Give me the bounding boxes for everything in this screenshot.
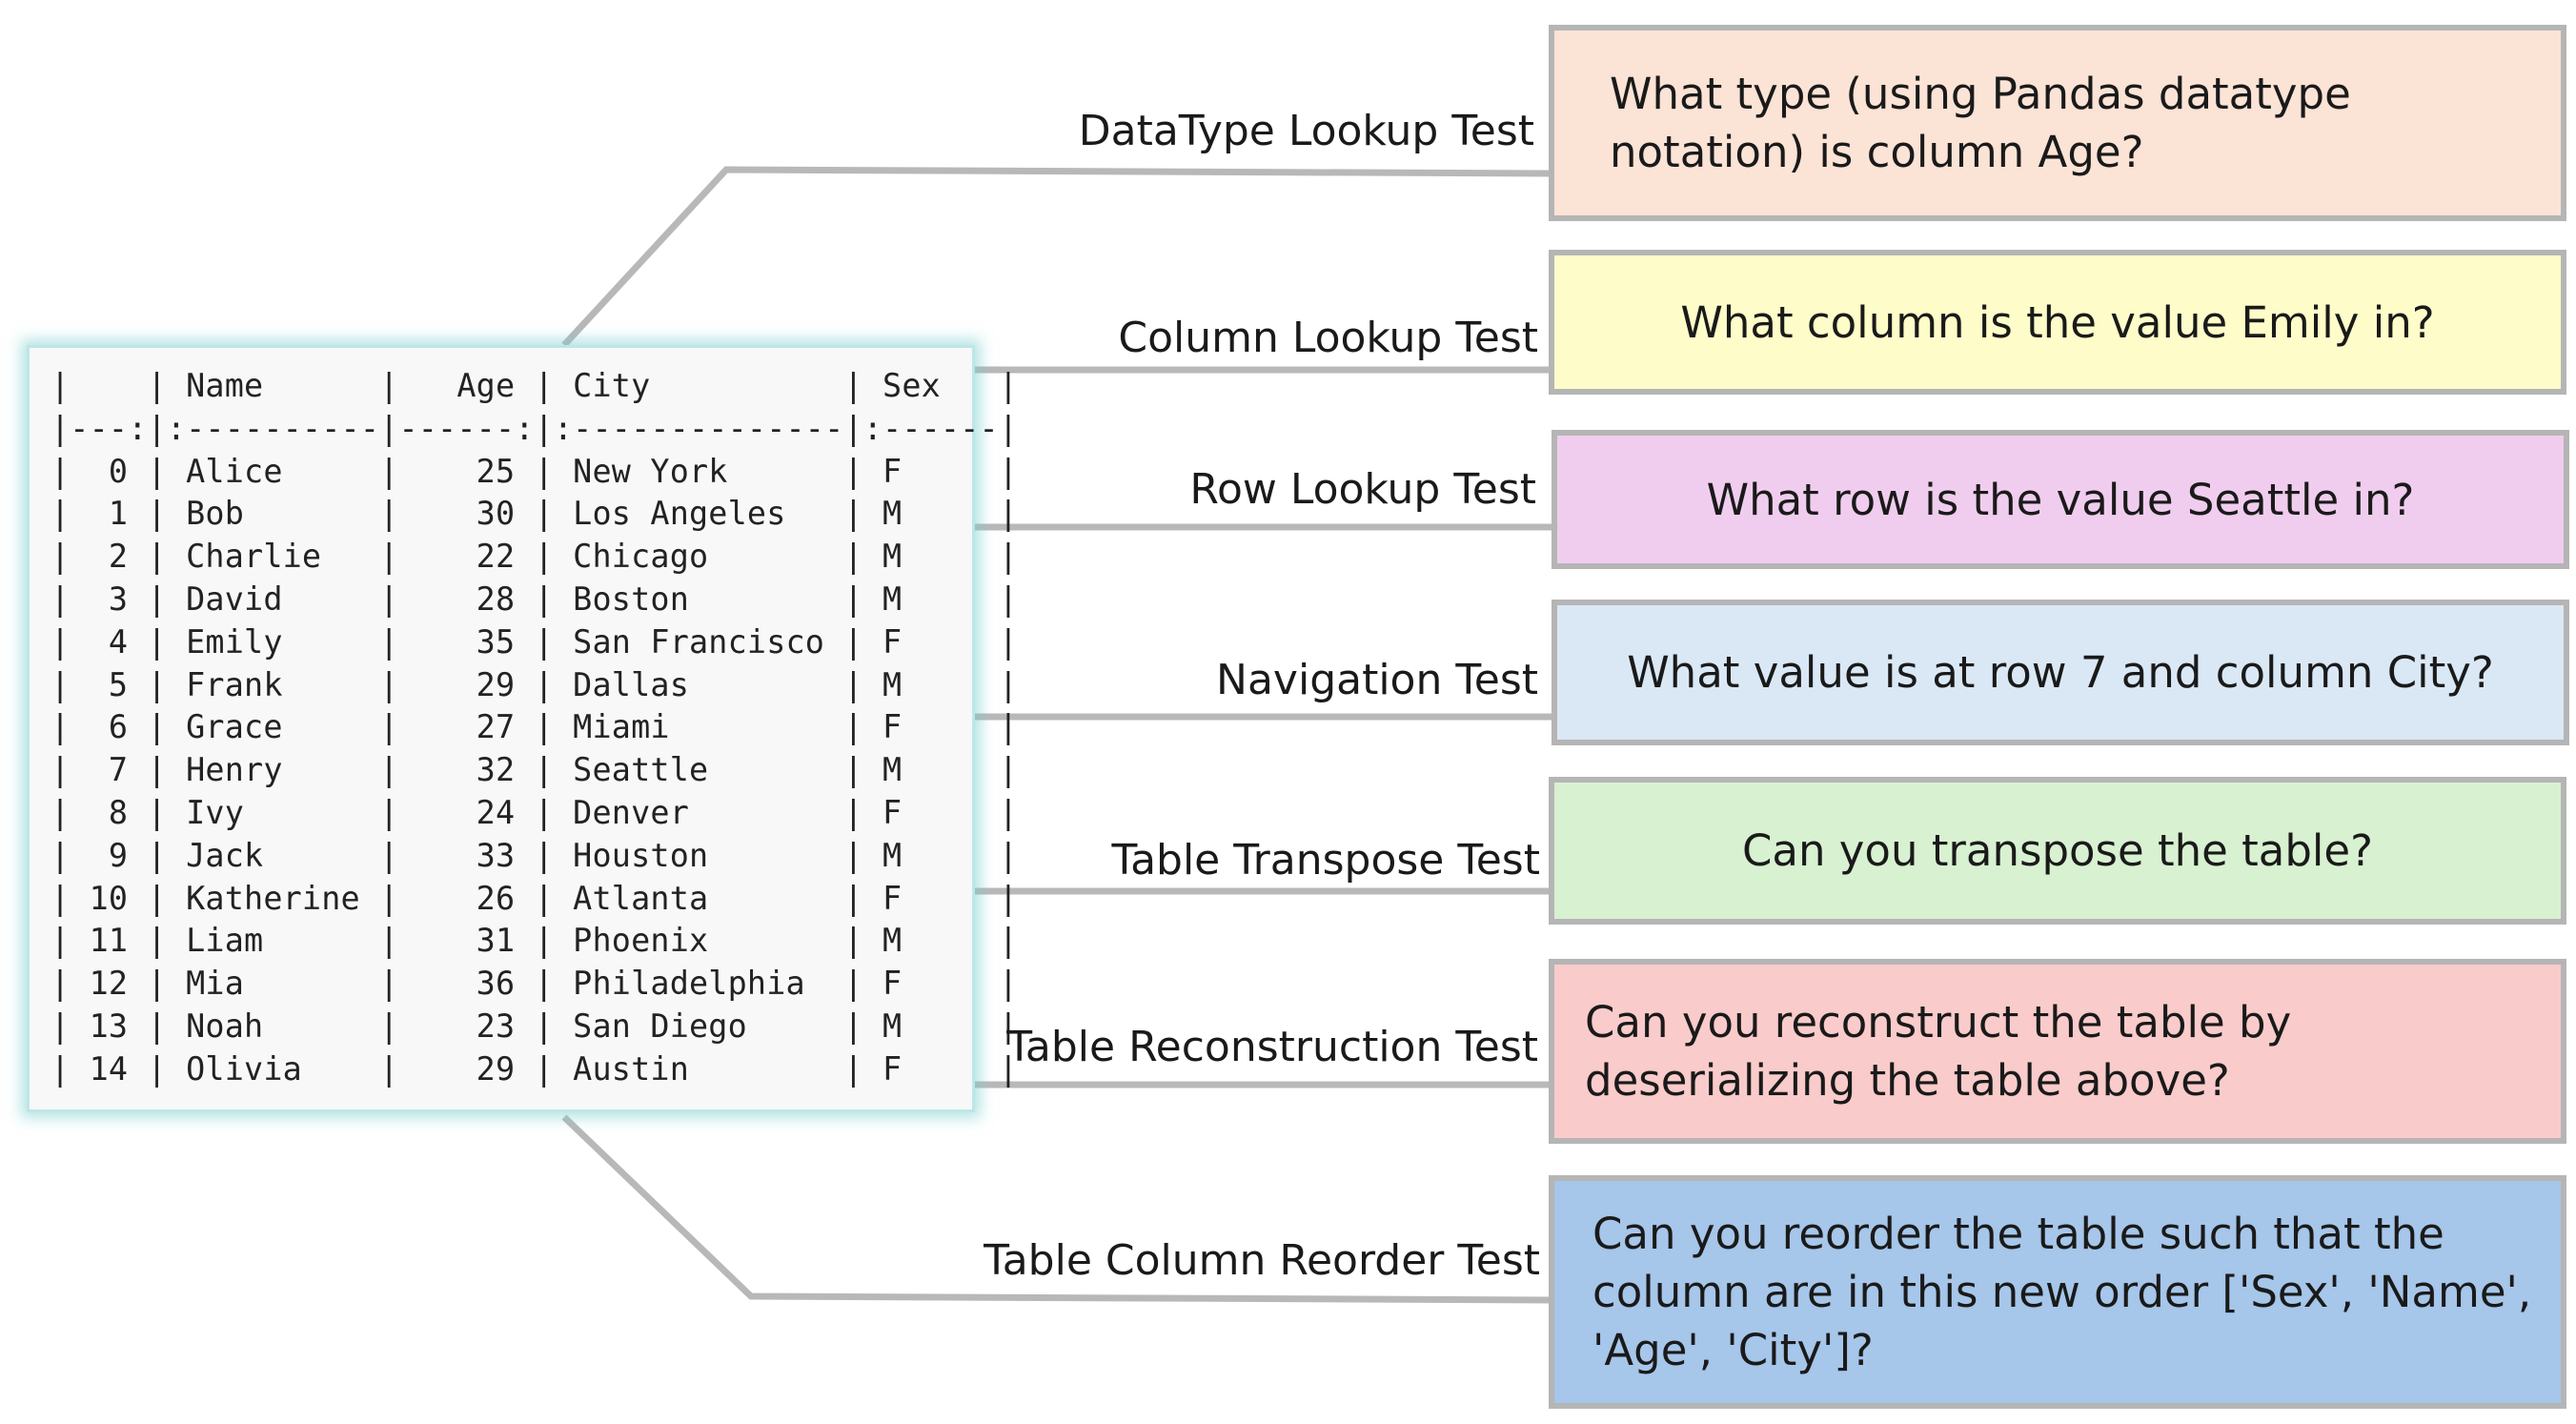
question-text-datatype: What type (using Pandas datatype notatio…	[1610, 69, 2351, 177]
question-box-navigation: What value is at row 7 and column City?	[1552, 600, 2569, 745]
markdown-table-panel: | | Name | Age | City | Sex | |---:|:---…	[27, 345, 1018, 1112]
question-box-datatype: What type (using Pandas datatype notatio…	[1549, 25, 2566, 221]
question-box-row: What row is the value Seattle in?	[1552, 430, 2569, 569]
markdown-table: | | Name | Age | City | Sex | |---:|:---…	[51, 367, 1019, 1088]
label-table-reconstruction-test: Table Reconstruction Test	[1006, 1023, 1538, 1071]
question-box-transpose: Can you transpose the table?	[1549, 777, 2566, 925]
question-text-reconstruction: Can you reconstruct the table by deseria…	[1585, 997, 2292, 1106]
question-box-reorder: Can you reorder the table such that the …	[1549, 1175, 2566, 1409]
question-text-column: What column is the value Emily in?	[1680, 296, 2435, 348]
question-box-reconstruction: Can you reconstruct the table by deseria…	[1549, 959, 2566, 1144]
label-table-transpose-test: Table Transpose Test	[1111, 836, 1540, 885]
question-box-column: What column is the value Emily in?	[1549, 250, 2566, 395]
question-text-row: What row is the value Seattle in?	[1706, 474, 2415, 525]
label-row-lookup-test: Row Lookup Test	[1189, 465, 1536, 514]
connector-reorder	[561, 1114, 1552, 1304]
label-column-lookup-test: Column Lookup Test	[1118, 314, 1538, 362]
question-text-reorder: Can you reorder the table such that the …	[1592, 1209, 2532, 1375]
label-navigation-test: Navigation Test	[1216, 656, 1538, 704]
label-datatype-lookup-test: DataType Lookup Test	[1078, 107, 1534, 155]
connector-datatype	[561, 166, 1552, 348]
question-text-navigation: What value is at row 7 and column City?	[1627, 647, 2494, 698]
question-text-transpose: Can you transpose the table?	[1741, 825, 2374, 876]
label-table-column-reorder-test: Table Column Reorder Test	[984, 1236, 1540, 1285]
